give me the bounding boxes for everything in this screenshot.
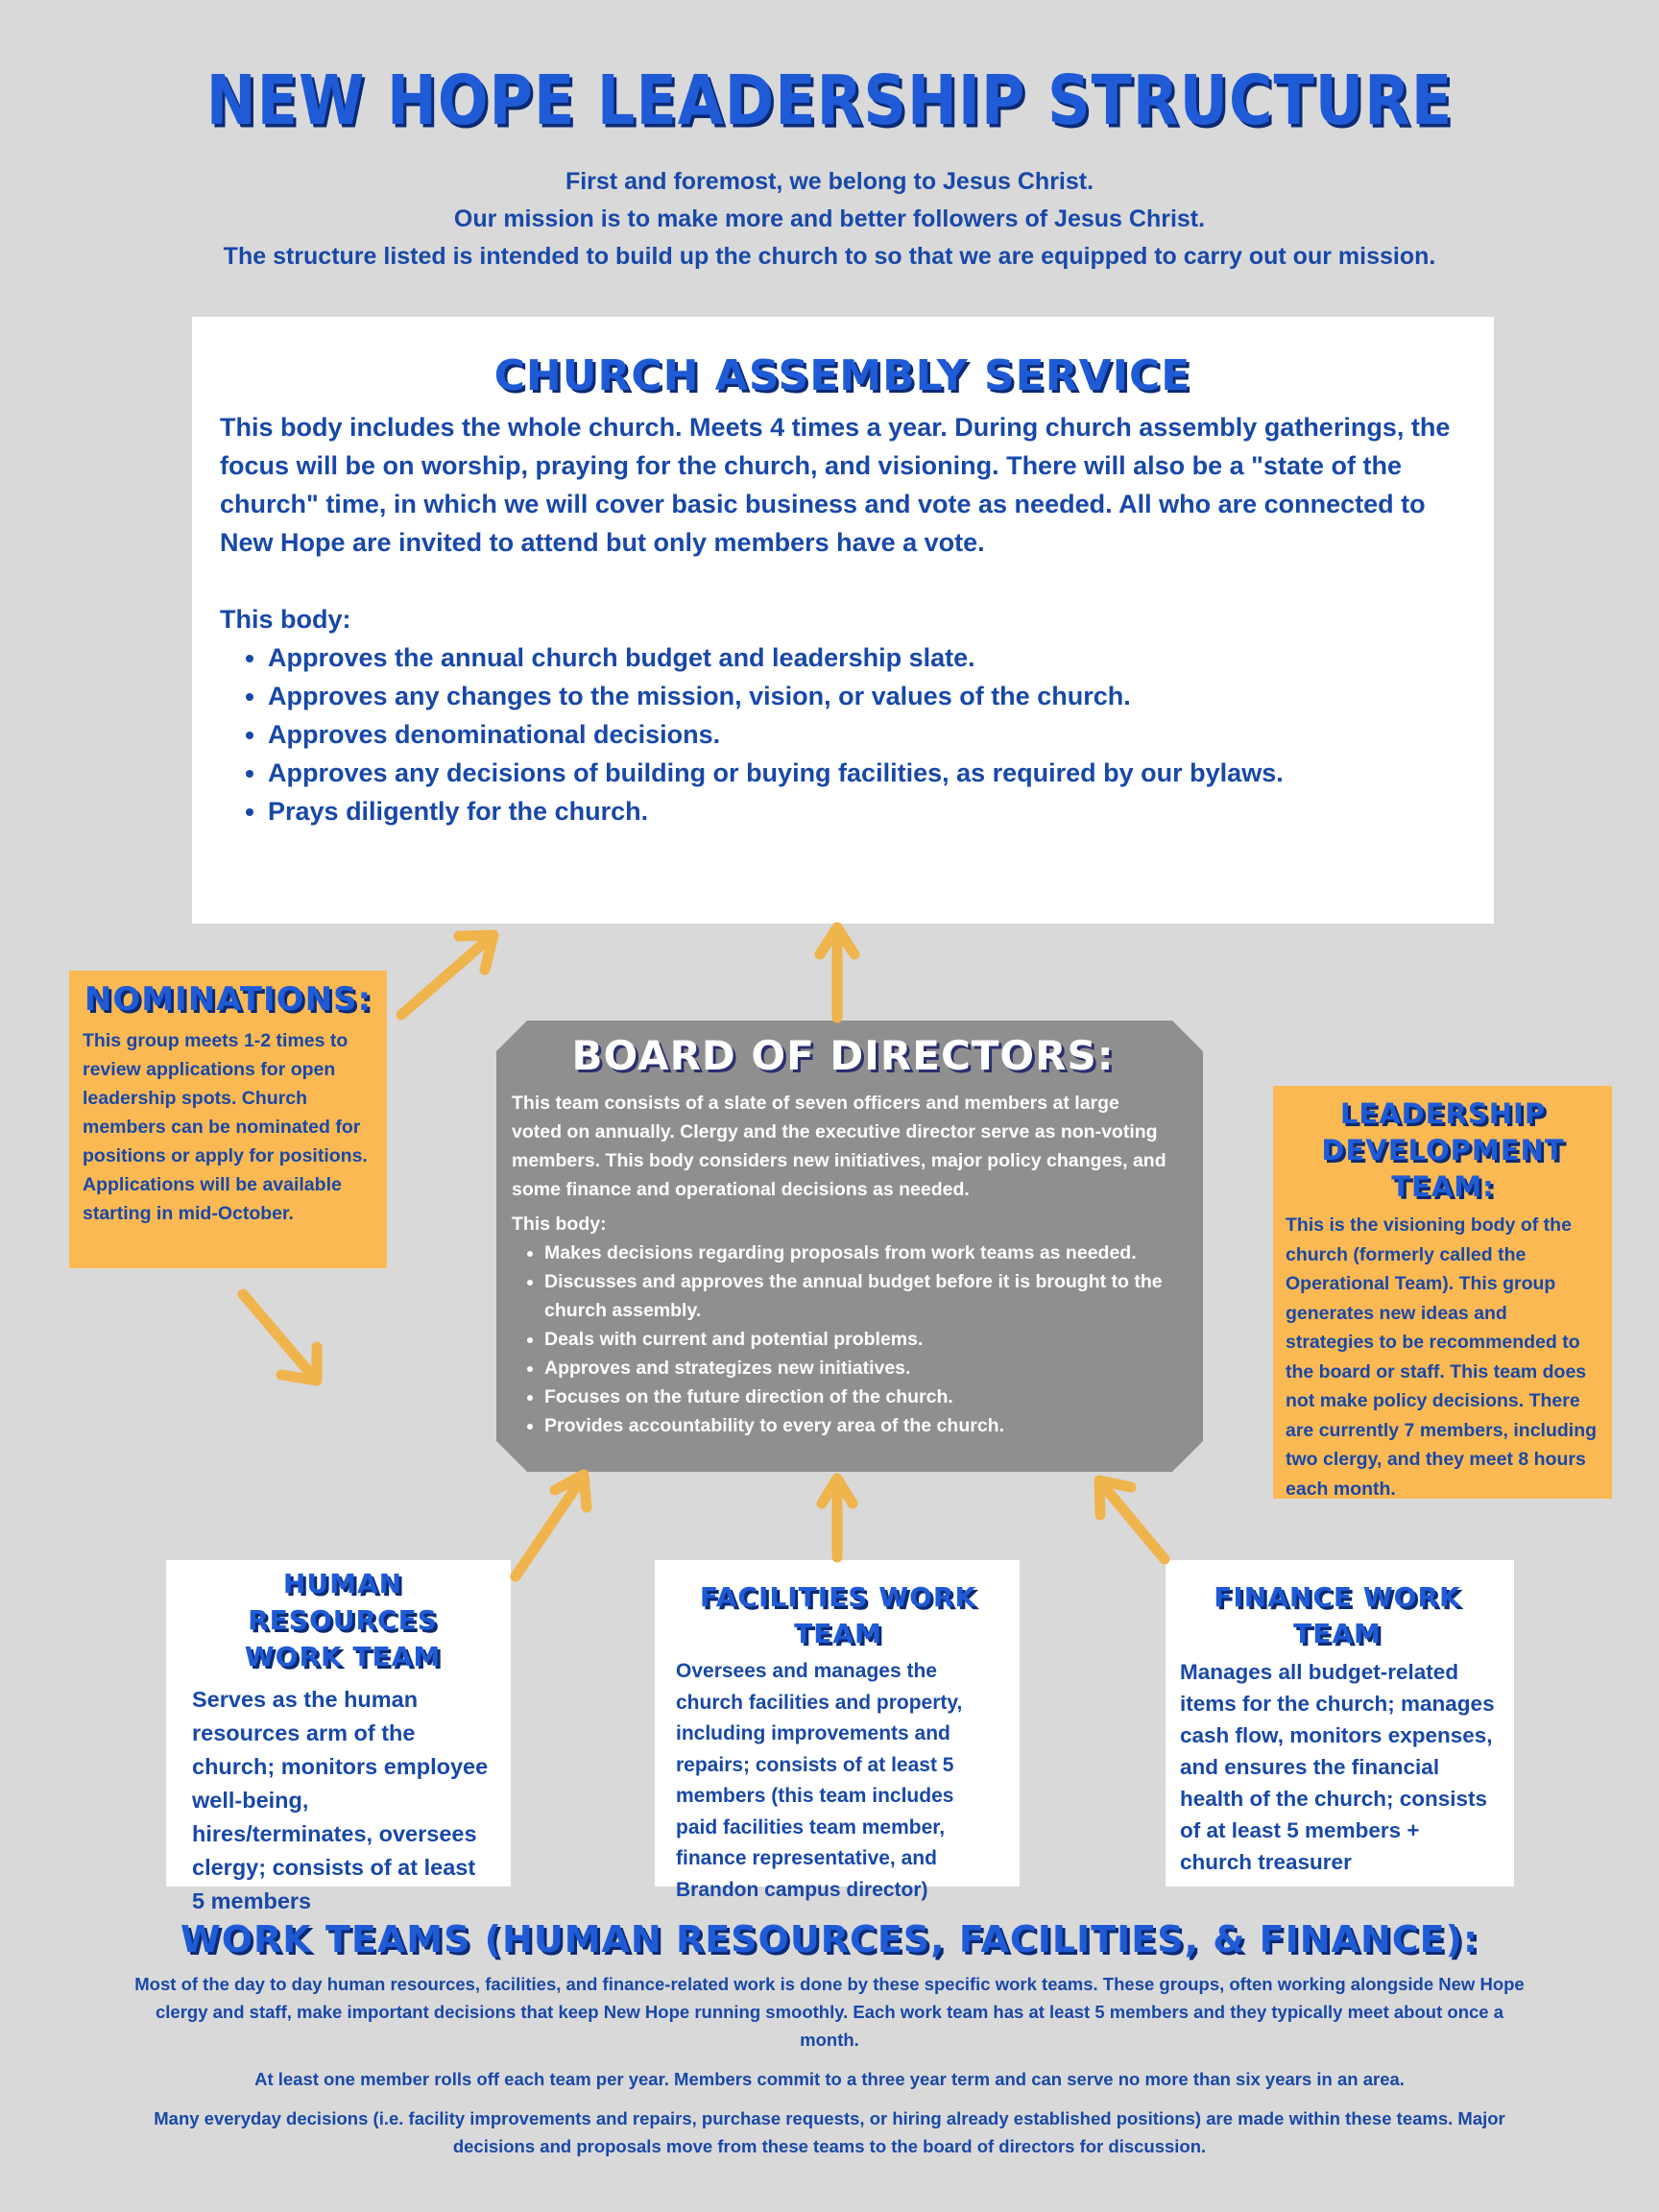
board-list: Makes decisions regarding proposals from… <box>512 1238 1174 1440</box>
list-item: Makes decisions regarding proposals from… <box>544 1238 1174 1267</box>
hr-team-text: Serves as the human resources arm of the… <box>192 1687 489 1913</box>
assembly-title: Church Assembly Service <box>493 351 1191 400</box>
facilities-team-text: Oversees and manages the church faciliti… <box>676 1660 963 1901</box>
intro-line: Our mission is to make more and better f… <box>453 205 1206 232</box>
page-title: New Hope Leadership Structure <box>205 60 1454 141</box>
list-item: Prays diligently for the church. <box>268 792 1465 830</box>
arrow-nominations-to-board <box>237 1288 323 1386</box>
nominations-title: Nominations: <box>84 980 373 1019</box>
assembly-list-intro: This body: <box>220 605 351 634</box>
title-line: Human Resources <box>248 1568 438 1636</box>
board-of-directors-box: Board of Directors: This team consists o… <box>496 1021 1203 1472</box>
finance-team-title: Finance Work Team <box>1214 1581 1461 1649</box>
leadership-dev-title: Leadership Development Team: <box>1286 1095 1600 1205</box>
title-line: Development Team: <box>1321 1134 1565 1203</box>
finance-work-team-box: Finance Work Team Manages all budget-rel… <box>1166 1560 1514 1887</box>
leadership-dev-text: This is the visioning body of the church… <box>1286 1214 1598 1500</box>
finance-team-text: Manages all budget-related items for the… <box>1180 1660 1495 1874</box>
leadership-development-box: Leadership Development Team: This is the… <box>1273 1086 1612 1500</box>
list-item: Approves any changes to the mission, vis… <box>268 677 1465 715</box>
board-list-intro: This body: <box>512 1214 607 1235</box>
list-item: Focuses on the future direction of the c… <box>544 1382 1174 1411</box>
facilities-work-team-box: Facilities Work Team Oversees and manage… <box>655 1560 1020 1901</box>
list-item: Deals with current and potential problem… <box>544 1325 1174 1354</box>
intro-text: First and foremost, we belong to Jesus C… <box>0 163 1659 276</box>
list-item: Approves the annual church budget and le… <box>268 638 1465 677</box>
hr-team-title: Human Resources Work Team <box>192 1566 493 1675</box>
church-assembly-box: Church Assembly Service This body includ… <box>192 317 1494 924</box>
arrow-facilities-to-board <box>816 1473 858 1563</box>
list-item: Approves any decisions of building or bu… <box>268 754 1465 792</box>
hr-work-team-box: Human Resources Work Team Serves as the … <box>166 1560 511 1913</box>
work-teams-title: Work Teams (Human Resources, Facilities,… <box>180 1918 1479 1960</box>
assembly-description: This body includes the whole church. Mee… <box>220 413 1451 557</box>
title-line: Leadership <box>1339 1097 1547 1130</box>
assembly-list: Approves the annual church budget and le… <box>220 638 1465 830</box>
work-teams-body: Most of the day to day human resources, … <box>125 1970 1534 2172</box>
title-line: Work Team <box>244 1641 442 1672</box>
list-item: Approves and strategizes new initiatives… <box>544 1354 1174 1382</box>
arrow-board-to-assembly <box>814 922 860 1023</box>
intro-line: The structure listed is intended to buil… <box>223 243 1436 270</box>
arrow-nominations-to-assembly <box>396 929 499 1021</box>
nominations-text: This group meets 1-2 times to review app… <box>83 1030 368 1224</box>
work-teams-paragraph: Most of the day to day human resources, … <box>134 1974 1525 2050</box>
facilities-team-title: Facilities Work Team <box>699 1581 977 1649</box>
board-title: Board of Directors: <box>571 1032 1115 1079</box>
list-item: Provides accountability to every area of… <box>544 1411 1174 1440</box>
arrow-hr-to-board <box>510 1469 592 1582</box>
board-octagon-shape <box>496 1021 1203 1472</box>
arrow-finance-to-board <box>1094 1475 1170 1565</box>
board-description: This team consists of a slate of seven o… <box>512 1093 1166 1200</box>
work-teams-paragraph: Many everyday decisions (i.e. facility i… <box>154 2108 1505 2156</box>
list-item: Approves denominational decisions. <box>268 715 1465 754</box>
nominations-box: Nominations: This group meets 1-2 times … <box>69 971 387 1268</box>
list-item: Discusses and approves the annual budget… <box>544 1267 1174 1325</box>
intro-line: First and foremost, we belong to Jesus C… <box>565 168 1094 195</box>
work-teams-paragraph: At least one member rolls off each team … <box>254 2069 1405 2089</box>
